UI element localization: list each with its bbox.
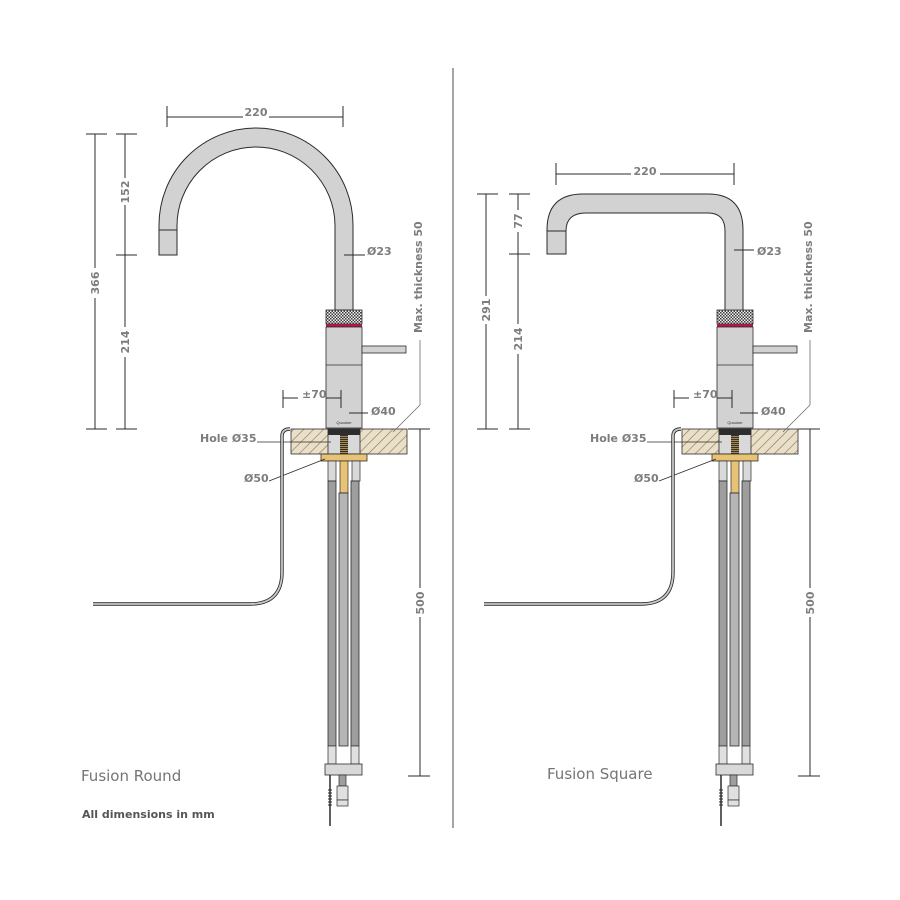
knurled-ring: [325, 309, 363, 325]
model-title-fusion-square: Fusion Square: [547, 765, 653, 783]
fusion-square-drawing: 220 291 77 214 Ø23 Quooker: [477, 163, 820, 826]
red-indicator-ring: [326, 324, 362, 327]
round-spout: [158, 127, 354, 311]
units-note: All dimensions in mm: [82, 808, 215, 821]
height-dimensions: 366 152 214: [86, 133, 137, 430]
svg-text:152: 152: [119, 181, 132, 204]
tap-body: [716, 326, 754, 429]
svg-text:500: 500: [414, 591, 427, 614]
svg-text:Max. thickness 50: Max. thickness 50: [412, 221, 425, 333]
svg-text:±70: ±70: [693, 388, 718, 401]
svg-text:220: 220: [245, 106, 268, 119]
svg-text:Quooker: Quooker: [336, 420, 352, 425]
svg-text:Ø23: Ø23: [757, 245, 782, 258]
height-dimensions: 291 77 214: [477, 193, 530, 430]
brass-washer: [711, 453, 759, 462]
tap-body: [325, 326, 363, 429]
svg-text:500: 500: [804, 591, 817, 614]
reach-dimension: 220: [166, 106, 344, 127]
brass-washer: [320, 453, 368, 462]
svg-text:±70: ±70: [302, 388, 327, 401]
tap-lever: [752, 345, 798, 354]
svg-text:214: 214: [119, 330, 132, 353]
svg-text:Ø23: Ø23: [367, 245, 392, 258]
svg-text:Ø50: Ø50: [634, 472, 659, 485]
svg-text:Ø40: Ø40: [371, 405, 396, 418]
tap-lever: [361, 345, 407, 354]
power-cable: [93, 427, 291, 606]
square-spout: [546, 193, 744, 312]
svg-text:214: 214: [512, 327, 525, 350]
red-indicator-ring: [717, 324, 753, 327]
power-cable: [484, 427, 682, 606]
svg-text:77: 77: [512, 213, 525, 228]
supply-hoses: [715, 460, 754, 826]
model-title-fusion-round: Fusion Round: [81, 767, 182, 785]
svg-text:220: 220: [634, 165, 657, 178]
svg-text:Max. thickness 50: Max. thickness 50: [802, 221, 815, 333]
knurled-ring: [716, 309, 754, 325]
svg-text:Ø40: Ø40: [761, 405, 786, 418]
svg-text:Hole Ø35: Hole Ø35: [590, 432, 646, 445]
svg-text:Quooker: Quooker: [727, 420, 743, 425]
svg-text:Hole Ø35: Hole Ø35: [200, 432, 256, 445]
fusion-round-drawing: 220 366 152 214 Ø23: [86, 106, 430, 826]
svg-text:Ø50: Ø50: [244, 472, 269, 485]
svg-text:291: 291: [480, 299, 493, 322]
supply-hoses: [324, 460, 363, 826]
reach-dimension: 220: [555, 163, 735, 185]
svg-text:366: 366: [89, 271, 102, 294]
